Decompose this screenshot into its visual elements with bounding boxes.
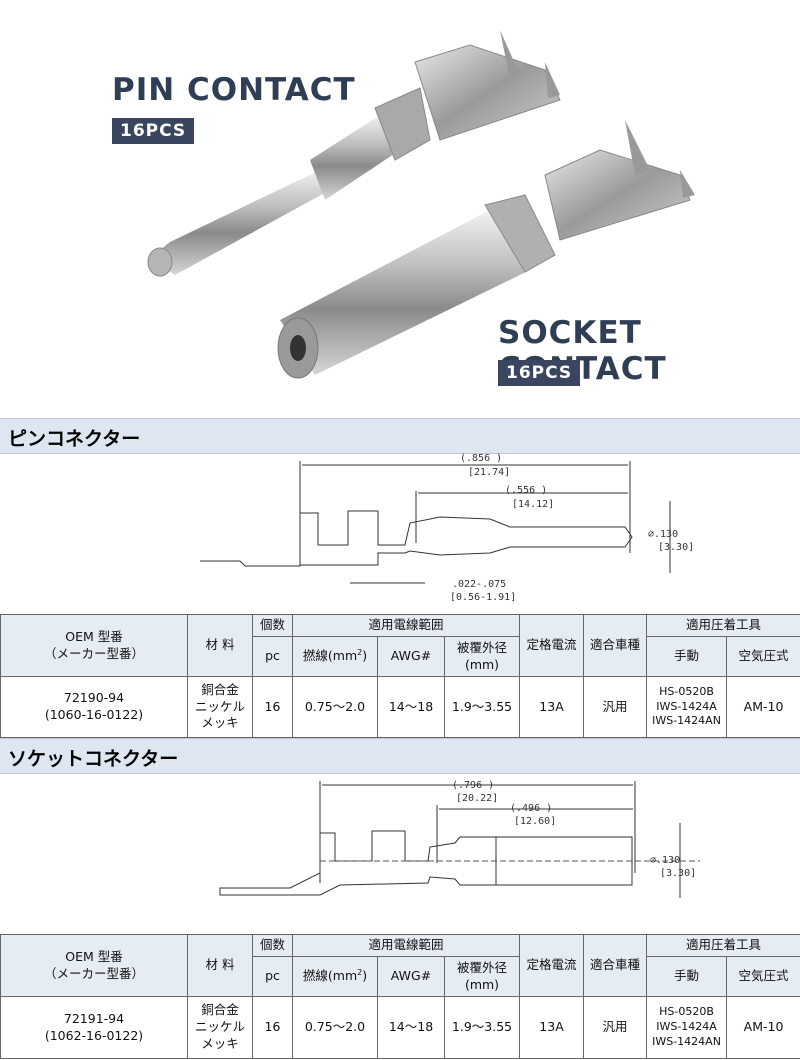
vehicle-header: 適合車種	[583, 614, 648, 677]
pin-length-inch: (.556 )	[505, 485, 547, 496]
qty-header: 個数	[252, 934, 293, 957]
insulation-value: 1.9～3.55	[443, 676, 521, 738]
tool-header: 適用圧着工具	[646, 614, 800, 637]
pin-quantity-badge: 16PCS	[112, 118, 195, 144]
current-value: 13A	[519, 676, 585, 738]
awg-value: 14～18	[377, 996, 445, 1059]
socket-overall-length-mm: [20.22]	[456, 793, 498, 804]
material-value: 銅合金ニッケルメッキ	[187, 996, 253, 1059]
manual-tool-header: 手動	[646, 636, 728, 677]
insulation-header: 被覆外径(mm)	[443, 636, 521, 677]
table-row: 72190-94(1060-16-0122) 銅合金ニッケルメッキ 16 0.7…	[0, 676, 800, 738]
socket-spec-table: OEM 型番（メーカー型番） 材 料 個数 適用電線範囲 定格電流 適合車種 適…	[0, 934, 800, 1059]
strand-value: 0.75～2.0	[292, 996, 378, 1059]
wire-range-header: 適用電線範囲	[291, 934, 521, 957]
current-header: 定格電流	[519, 934, 585, 997]
pin-diameter-inch: ∅.130	[648, 529, 678, 540]
socket-overall-length-inch: (.796 )	[452, 780, 494, 791]
socket-barrel-length-mm: [12.60]	[514, 816, 556, 827]
socket-contact-image	[277, 120, 695, 379]
socket-section-title: ソケットコネクター	[8, 748, 179, 770]
vehicle-value: 汎用	[583, 996, 648, 1059]
table-row: 72191-94(1062-16-0122) 銅合金ニッケルメッキ 16 0.7…	[0, 996, 800, 1059]
air-tool-value: AM-10	[726, 676, 800, 738]
socket-diameter-mm: [3.30]	[660, 868, 696, 879]
pin-length-mm: [14.12]	[512, 499, 554, 510]
pin-overall-length-inch: (.856 )	[460, 453, 502, 464]
qty-header: 個数	[252, 614, 293, 637]
pin-section-title: ピンコネクター	[8, 428, 141, 450]
strand-header: 撚線(mm2)	[292, 956, 378, 997]
oem-header: OEM 型番（メーカー型番）	[0, 934, 188, 997]
qty-unit-header: pc	[252, 956, 293, 997]
pin-strip-length-inch: .022-.075	[452, 579, 506, 590]
pin-spec-table: OEM 型番（メーカー型番） 材 料 個数 適用電線範囲 定格電流 適合車種 適…	[0, 614, 800, 738]
material-header: 材 料	[187, 934, 253, 997]
air-tool-value: AM-10	[726, 996, 800, 1059]
pin-contact-image	[147, 30, 561, 277]
wire-range-header: 適用電線範囲	[291, 614, 521, 637]
current-header: 定格電流	[519, 614, 585, 677]
air-tool-header: 空気圧式	[726, 636, 800, 677]
socket-dimension-drawing: (.796 ) [20.22] (.496 ) [12.60] ∅.130 [3…	[219, 780, 700, 898]
awg-header: AWG#	[377, 956, 445, 997]
pin-contact-title: PIN CONTACT	[112, 72, 356, 108]
qty-value: 16	[252, 676, 293, 738]
vehicle-value: 汎用	[583, 676, 648, 738]
material-value: 銅合金ニッケルメッキ	[187, 676, 253, 738]
strand-header: 撚線(mm2)	[292, 636, 378, 677]
contacts-illustration	[147, 30, 695, 379]
awg-value: 14～18	[377, 676, 445, 738]
socket-quantity-badge: 16PCS	[498, 360, 581, 386]
part-number: 72191-94(1062-16-0122)	[0, 996, 188, 1059]
insulation-header: 被覆外径(mm)	[443, 956, 521, 997]
pin-strip-length-mm: [0.56-1.91]	[450, 592, 516, 603]
pin-diameter-mm: [3.30]	[658, 542, 694, 553]
strand-value: 0.75～2.0	[292, 676, 378, 738]
awg-header: AWG#	[377, 636, 445, 677]
material-header: 材 料	[187, 614, 253, 677]
qty-value: 16	[252, 996, 293, 1059]
vehicle-header: 適合車種	[583, 934, 648, 997]
socket-barrel-length-inch: (.496 )	[510, 803, 552, 814]
qty-unit-header: pc	[252, 636, 293, 677]
air-tool-header: 空気圧式	[726, 956, 800, 997]
socket-section-header: ソケットコネクター	[0, 738, 800, 774]
pin-dimension-drawing: (.856 ) [21.74] (.556 ) [14.12] ∅.130 [3…	[200, 453, 694, 603]
pin-overall-length-mm: [21.74]	[468, 467, 510, 478]
oem-header: OEM 型番（メーカー型番）	[0, 614, 188, 677]
tool-header: 適用圧着工具	[646, 934, 800, 957]
manual-tool-header: 手動	[646, 956, 728, 997]
pin-section-header: ピンコネクター	[0, 418, 800, 454]
part-number: 72190-94(1060-16-0122)	[0, 676, 188, 738]
product-photo: PIN CONTACT 16PCS SOCKET CONTACT 16PCS	[0, 0, 800, 410]
socket-diameter-inch: ∅.130	[650, 855, 680, 866]
current-value: 13A	[519, 996, 585, 1059]
insulation-value: 1.9～3.55	[443, 996, 521, 1059]
